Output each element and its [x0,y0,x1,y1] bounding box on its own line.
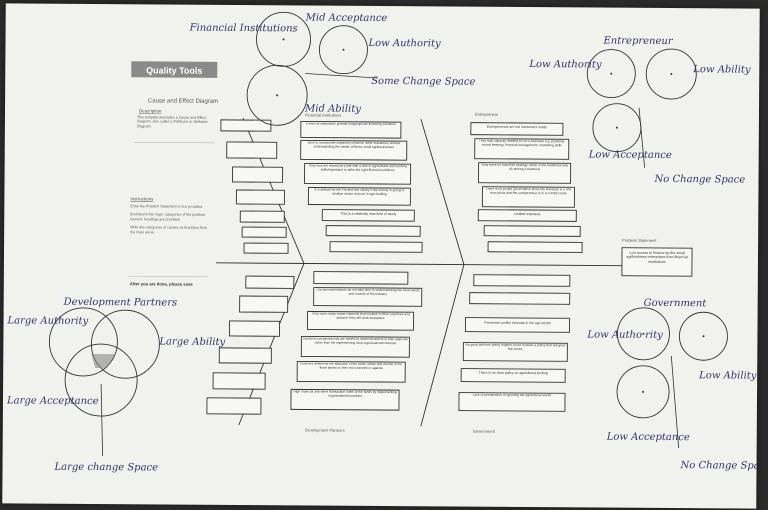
annotation-entrepreneur-low-ability: Low Ability [692,64,751,75]
annotation-government-low-acceptance: Low Acceptance [606,432,690,444]
problem-statement: Low access to finance by the small agrib… [626,250,688,264]
annotation-large-acceptance: Large Acceptance [6,395,99,407]
cause-text: Limited exposure [513,211,541,217]
cause-text: High financial and other transaction cos… [293,390,397,398]
annotation-entrepreneur: Entrepreneur [602,36,673,47]
cause-text: There is no proper governance since the … [485,187,572,196]
cause-text: Investors determine the allocation of th… [300,362,403,370]
annotation-large-change-space: Large change Space [53,462,158,474]
paper-sheet: Quality Tools Cause and Effect Diagram D… [2,3,760,509]
instruction-item: Brainstorm the major categories of the p… [130,212,207,222]
annotation-large-ability: Large Ability [158,336,225,347]
category-financial-institutions: Financial Institutions [305,112,341,117]
annotation-entrepreneur-no-change-space: No Change Space [654,174,746,186]
cause-text: Lack of prioritization on growing the ag… [472,393,552,398]
cause-text: They have no business strategy; stuck in… [481,163,569,171]
cause-text: They have ready-made solutions that work… [311,312,410,320]
rib-boxes-left [206,119,295,415]
cause-text: The donors/investors do not take time to… [315,288,420,296]
title-bar [131,61,218,78]
annotation-entrepreneur-low-authority: Low Authority [528,59,602,71]
annotation-government-low-ability: Low Ability [698,370,757,381]
instruction-item: Enter the Problem Statement in box provi… [130,204,204,209]
annotation-mid-ability: Mid Ability [304,103,361,114]
instructions-list: Enter the Problem Statement in box provi… [130,204,210,235]
government-circles [616,307,728,419]
category-entrepreneur: Entrepreneur [475,112,499,117]
causes-government: Perceived conflict interests in the agri… [458,274,571,412]
development-partners-venn [48,307,160,417]
cause-text: Entrepreneurs are not investment ready [487,124,547,130]
cause-text: There is no clear policy on agricultural… [478,370,548,376]
annotation-some-change-space: Some Change Space [371,76,475,88]
instruction-item: Write the categories of causes as branch… [130,225,208,235]
category-development-partners: Development Partners [305,427,345,432]
description-title: Description [139,108,162,113]
annotation-large-authority: Large Authority [6,315,88,327]
after-done-note: After you are done, please save [130,281,194,286]
annotation-development-partners: Development Partners [63,297,178,309]
annotation-entrepreneur-low-acceptance: Low Acceptance [588,149,672,161]
cause-text: Investment projects/funds are owned by d… [302,337,408,345]
cause-text: This is a relatively new field of study [340,211,397,217]
causes-financial-institutions: Financial institutions provide inappropr… [300,120,423,253]
cause-text: They lack the resources (staff with a sk… [308,164,408,172]
page-title: Quality Tools [146,65,202,75]
annotation-government-low-authority: Low Autho rity [586,329,663,341]
problem-box [621,247,693,277]
page-subtitle: Cause and Effect Diagram [148,98,218,104]
cause-text: It is difficult for the FIs and see clea… [314,188,405,196]
cause-text: Perceived conflict interests in the agri… [484,320,551,326]
instructions-title: Instructions [130,196,154,201]
cause-text: Slow to incorporate solutions (credit fo… [307,141,401,149]
annotation-government-no-change-space: No Change Space [680,460,760,472]
category-government: Government [473,429,496,434]
problem-title: Problem Statement [622,238,657,243]
causes-development-partners: The donors/investors do not take time to… [290,271,423,411]
fi-circles [246,11,368,126]
annotation-low-authority: Low Authority [367,38,441,50]
causes-entrepreneur: Entrepreneurs are not investment ready T… [470,122,583,253]
cause-text: Financial institutions provide inappropr… [306,122,396,127]
description-text: This template illustrates a Cause and Ef… [136,115,208,129]
annotation-mid-acceptance: Mid Acceptance [305,12,388,24]
annotation-government: Government [644,298,708,309]
cause-text: They lack capacity needed to run a busin… [478,139,565,148]
annotation-financial-institutions: Financial Institutions [189,23,298,35]
fishbone-sheet: Quality Tools Cause and Effect Diagram D… [6,11,760,474]
cause-text: No good will from policy makers to put i… [465,343,566,351]
